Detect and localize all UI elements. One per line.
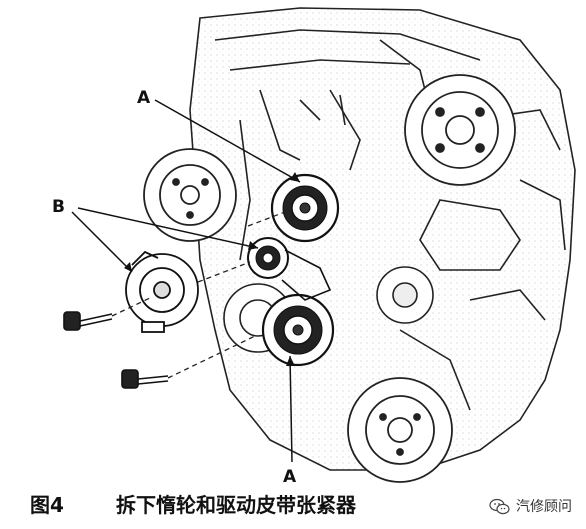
crankshaft-pulley [347, 377, 453, 483]
bolt-lower [121, 369, 169, 389]
label-b: B [52, 197, 65, 217]
ac-compressor-pulley [376, 266, 434, 324]
wechat-icon [489, 498, 510, 515]
belt-tensioner-removed [125, 250, 199, 333]
alignment-lines [111, 211, 286, 379]
figure-title: 拆下惰轮和驱动皮带张紧器 [116, 493, 356, 517]
leader-lines [71, 99, 301, 463]
leader-arrowheads [124, 172, 300, 366]
idler-pulley-upper [270, 173, 340, 243]
bolt-upper [63, 311, 113, 331]
watermark-text: 汽修顾问 [516, 499, 572, 515]
water-pump-pulley [404, 74, 516, 186]
watermark: 汽修顾问 [489, 496, 572, 518]
figure-number: 图4 [30, 493, 64, 517]
figure-caption: 图4 拆下惰轮和驱动皮带张紧器 [30, 488, 356, 522]
label-a-top: A [137, 88, 151, 108]
pulley-left [143, 148, 237, 242]
idler-pulley-lower [261, 293, 335, 367]
label-a-bottom: A [283, 467, 297, 487]
